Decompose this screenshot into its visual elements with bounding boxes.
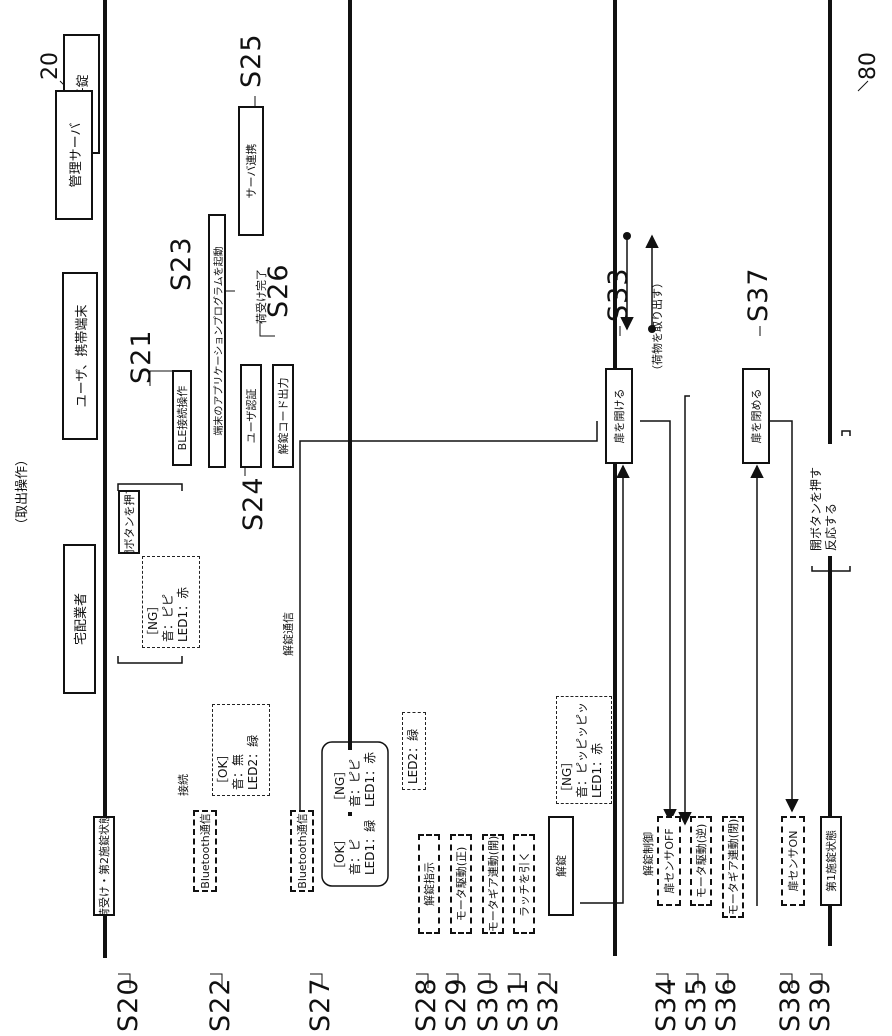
note-ok-s22-line2: 音：無 <box>231 710 246 790</box>
step-code-s27: S27 <box>307 978 334 1033</box>
label-unlock-control: 解錠制御 <box>643 832 654 876</box>
leader-ref-80 <box>858 81 868 91</box>
diagram-title: （取出操作） <box>16 453 29 531</box>
note-open-button-line1: 開ボタンを押す <box>809 449 824 551</box>
step-box-s24: ユーザ認証 <box>240 364 262 468</box>
note-open-button-line2: 反応する <box>824 449 839 551</box>
step-code-s38: S38 <box>777 978 804 1033</box>
label-receive-done: 荷受け完了 <box>256 269 267 324</box>
note-ng-s27-line1: ［NG］ <box>333 755 348 807</box>
step-box-s36: モータギア連動(閉) <box>722 816 744 918</box>
step-code-s34: S34 <box>653 978 680 1033</box>
step-box-s38: 扉センサON <box>781 816 805 906</box>
note-ok-s27: ［OK］ 音：ピ LED1：緑 <box>330 816 384 880</box>
lane-header-courier: 宅配業者 <box>63 544 96 694</box>
bracket-open-top <box>842 431 850 436</box>
step-box-s26: 解錠コード出力 <box>272 364 294 468</box>
label-take-out: （荷物を取り出す） <box>652 277 663 376</box>
note-courier-ng: ［NG］ 音：ピピ LED1：赤 <box>142 556 200 648</box>
step-box-s28: 解錠指示 <box>418 834 440 934</box>
step-code-s25: S25 <box>238 34 265 89</box>
step-box-s25: サーバ連携 <box>238 106 264 236</box>
note-ok-s22-line3: LED2：緑 <box>246 710 261 790</box>
step-box-s27: Bluetooth通信 <box>290 810 314 892</box>
step-code-s33: S33 <box>605 268 632 323</box>
step-box-s22: Bluetooth通信 <box>193 810 217 892</box>
step-box-s32: 解錠 <box>548 816 574 916</box>
note-courier-head: 開ボタンを押す <box>118 490 140 554</box>
lane-header-server: 管理サーバ <box>55 90 93 220</box>
note-courier-ng-line1: ［NG］ <box>146 562 161 642</box>
note-ok-s27-line2: 音：ピ <box>348 821 363 875</box>
step-box-s20: 荷受け・第2施錠状態 <box>93 816 115 916</box>
note-ng-s32: ［NG］ 音：ピッピッピッ LED1：赤 <box>556 696 612 804</box>
step-code-s31: S31 <box>505 978 532 1033</box>
arrow-open-to-sensor <box>640 421 670 821</box>
lane-ref-server: 80 <box>858 52 880 80</box>
step-box-s31: ラッチを引く <box>513 834 535 934</box>
lane-ref-lock: 20 <box>40 52 62 80</box>
step-code-s32: S32 <box>535 978 562 1033</box>
label-unlock-comm: 解錠通信 <box>283 612 294 656</box>
note-courier-ng-line2: 音：ピピ <box>161 562 176 642</box>
note-ng-s32-line2: 音：ピッピッピッ <box>575 702 590 798</box>
note-ng-s27-line2: 音：ピピ <box>348 755 363 807</box>
step-code-s30: S30 <box>475 978 502 1033</box>
note-ok-s27-line3: LED1：緑 <box>363 821 378 875</box>
step-box-s23: 端末のアプリケーションプログラムを起動 <box>208 214 226 468</box>
step-code-s22: S22 <box>207 978 234 1033</box>
step-box-s34: 扉センサOFF <box>657 816 681 906</box>
note-courier-ng-line3: LED1：赤 <box>176 562 191 642</box>
step-code-s21: S21 <box>128 330 155 385</box>
dot-server <box>623 232 631 240</box>
step-box-s30: モータギア連動(開) <box>482 834 504 934</box>
step-box-s39: 第1施錠状態 <box>820 816 842 906</box>
step-code-s24: S24 <box>240 477 267 532</box>
note-ng-s27: ［NG］ 音：ピピ LED1：赤 <box>330 750 384 812</box>
note-ng-s32-line3: LED1：赤 <box>590 702 605 798</box>
step-code-s37: S37 <box>745 268 772 323</box>
step-code-s35: S35 <box>683 978 710 1033</box>
step-code-s29: S29 <box>443 978 470 1033</box>
step-code-s23: S23 <box>168 237 195 292</box>
note-ng-s27-line3: LED1：赤 <box>363 755 378 807</box>
step-box-s21: BLE接続操作 <box>172 370 192 466</box>
note-ok-s22: ［OK］ 音：無 LED2：緑 <box>212 704 270 796</box>
step-box-s35: モータ駆動(逆) <box>690 816 712 906</box>
note-ok-s27-line1: ［OK］ <box>333 821 348 875</box>
note-open-button: 開ボタンを押す 反応する <box>806 444 844 556</box>
step-box-s29: モータ駆動(正) <box>450 834 472 934</box>
step-box-s33: 扉を開ける <box>605 368 633 464</box>
note-ok-s22-line1: ［OK］ <box>216 710 231 790</box>
step-code-s36: S36 <box>713 978 740 1033</box>
step-code-s26: S26 <box>265 264 292 319</box>
step-code-s20: S20 <box>115 978 142 1033</box>
step-code-s39: S39 <box>807 978 834 1033</box>
arrow-close-to-sensor <box>770 421 792 811</box>
step-box-s37: 扉を閉める <box>742 368 770 464</box>
lane-header-user: ユーザ、携帯端末 <box>62 272 98 440</box>
arrow-ble-connect <box>685 396 690 824</box>
step-code-s28: S28 <box>413 978 440 1033</box>
note-led2-s27: LED2：緑 <box>402 712 426 790</box>
bracket-courier-bottom <box>118 656 182 663</box>
note-ng-s32-line1: ［NG］ <box>560 702 575 798</box>
label-connect: 接続 <box>178 774 189 796</box>
